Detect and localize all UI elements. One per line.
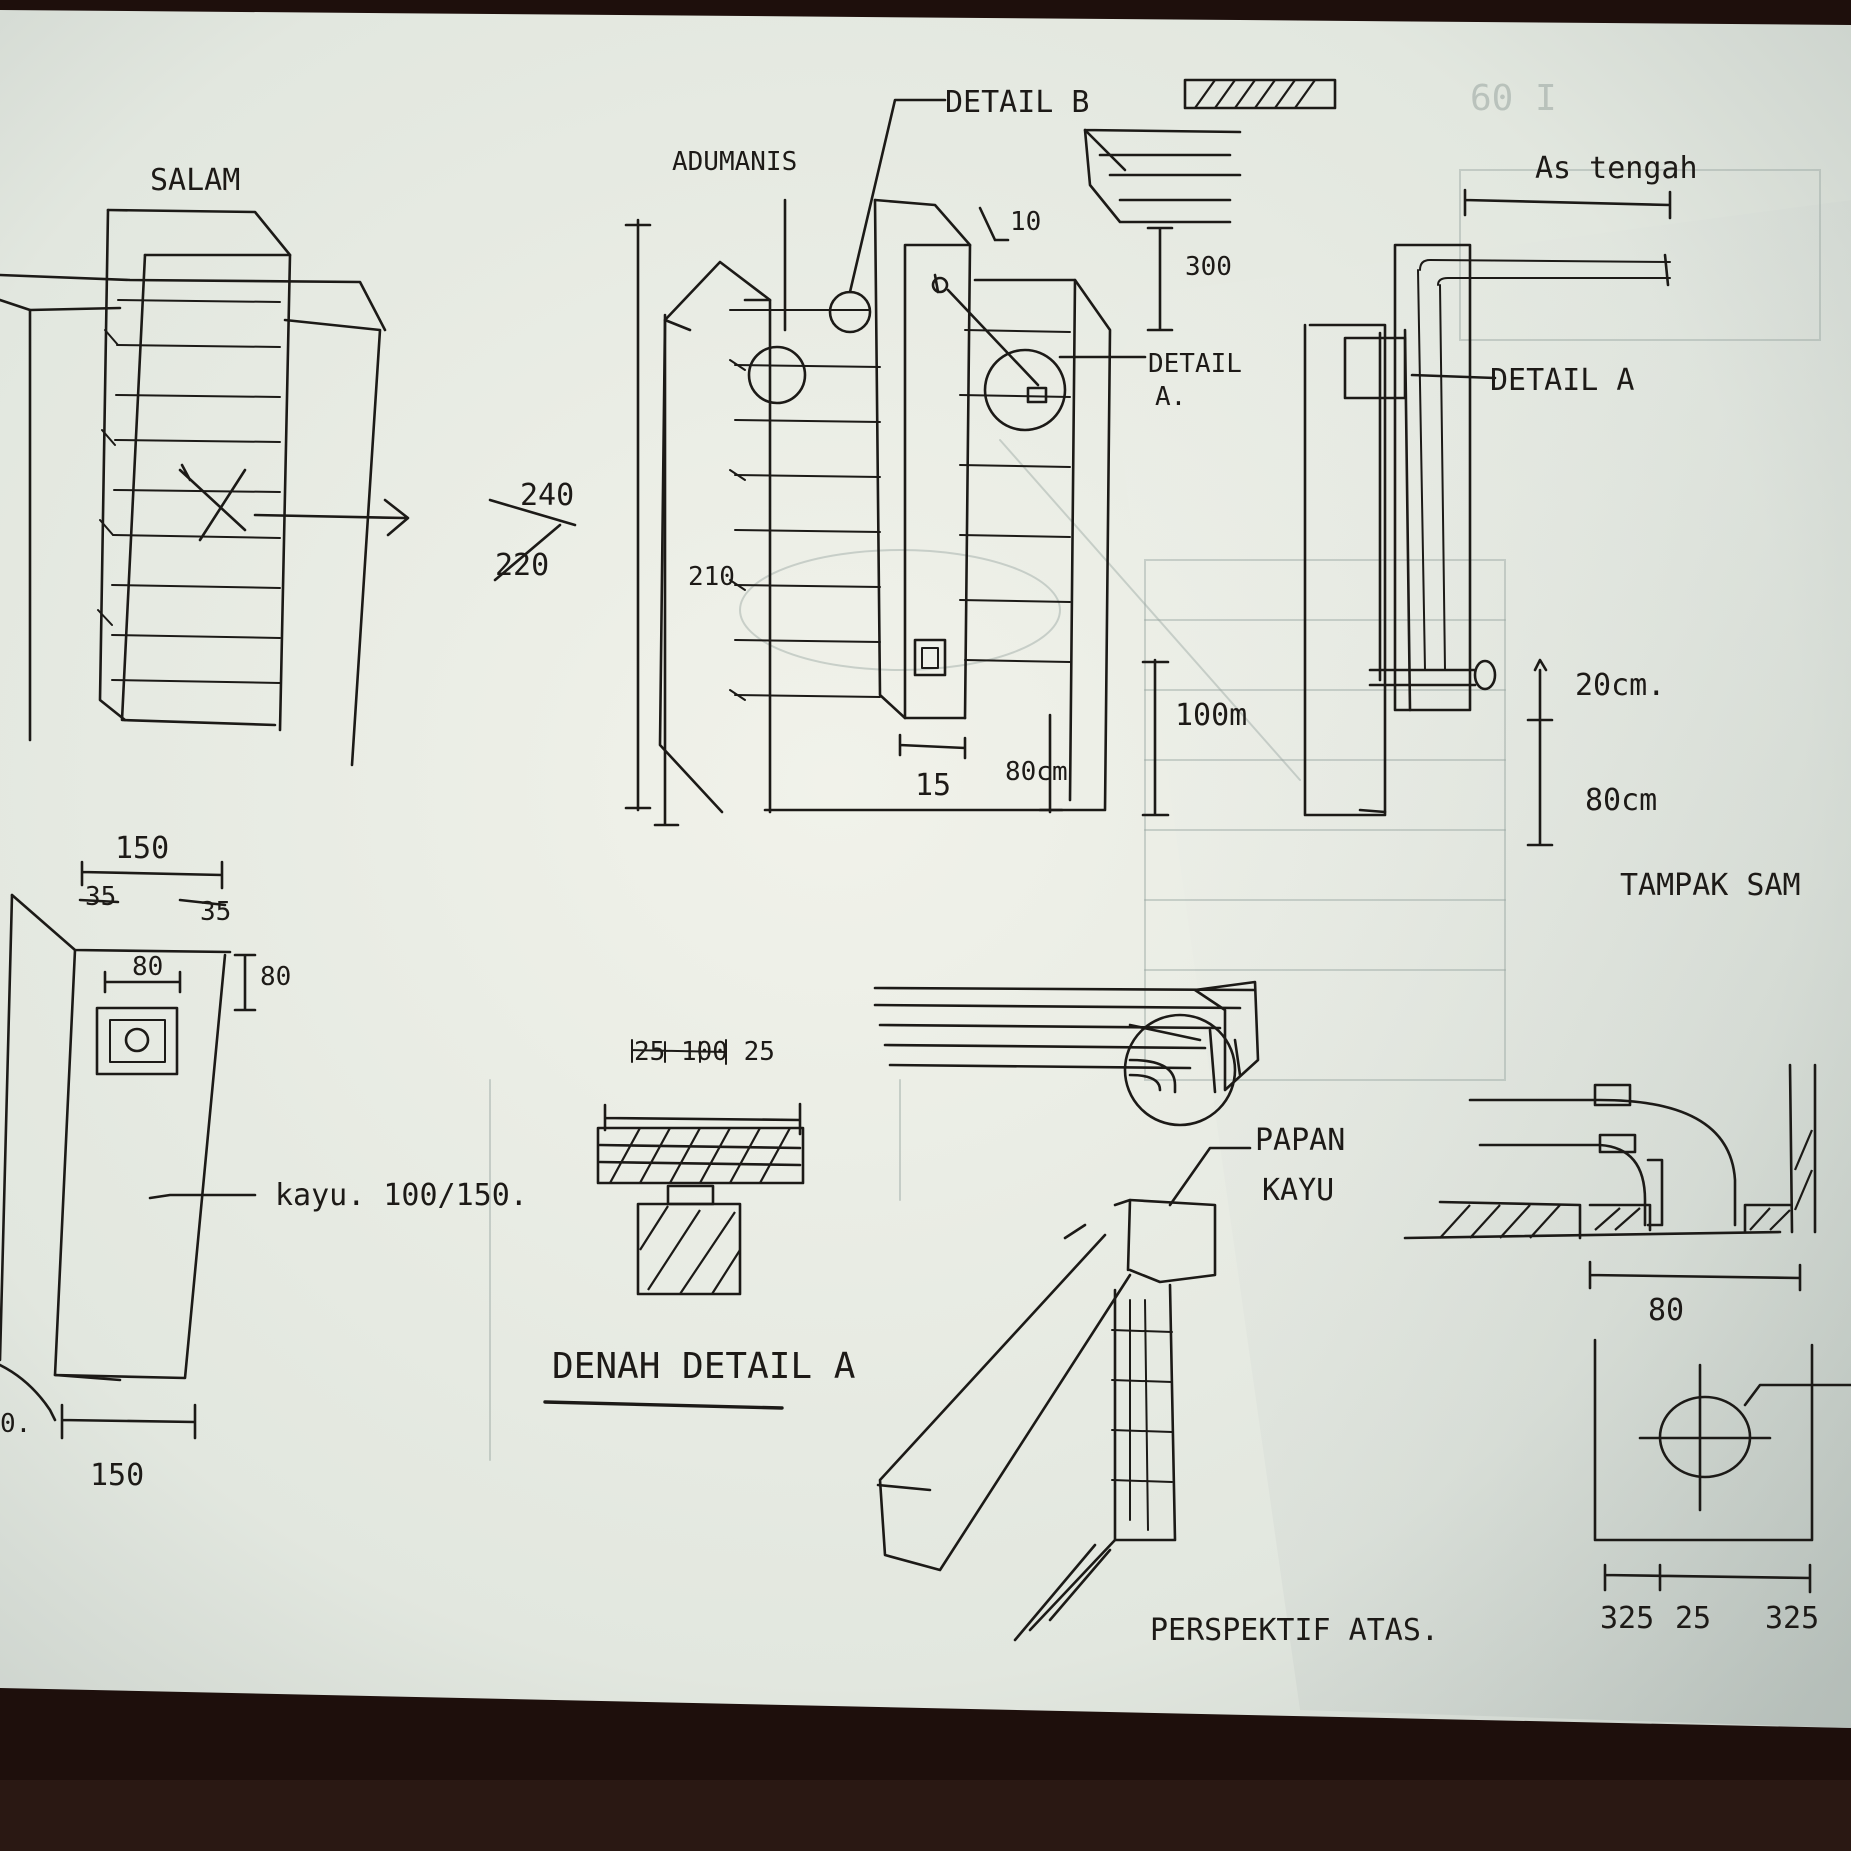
show-through-sketch [489, 169, 1821, 1461]
dim-35-right: 35 [200, 897, 231, 927]
dim-15: 15 [915, 768, 951, 803]
section-detail-sketch [1403, 1063, 1851, 1594]
detail-b-sketch [1083, 78, 1337, 332]
detail-a-label-top: DETAIL [1148, 349, 1242, 379]
detail-a-label-bottom: A. [1155, 382, 1186, 412]
dim-80-plate-height: 80 [260, 962, 291, 992]
dim-10: 10 [1010, 207, 1041, 237]
salam-column-sketch [0, 208, 410, 767]
perspektif-atas-sketch [873, 980, 1260, 1642]
show-through-text: 60 I [1470, 78, 1557, 119]
post-elevation-sketch [0, 860, 257, 1440]
dim-80-section: 80 [1648, 1293, 1684, 1328]
detail-a-side-label: DETAIL A [1490, 363, 1635, 398]
salam-label: SALAM [150, 163, 240, 198]
dim-zero: 0. [0, 1409, 31, 1439]
dim-210: 210 [688, 562, 735, 592]
dim-325-right: 325 [1765, 1601, 1819, 1636]
dim-240: 240 [520, 478, 574, 513]
kayu-note: kayu. 100/150. [275, 1178, 528, 1213]
papan-kayu-label-top: PAPAN [1255, 1123, 1345, 1158]
denah-detail-a-label: DENAH DETAIL A [552, 1346, 856, 1387]
dim-150-bottom: 150 [90, 1458, 144, 1493]
dims-25-100-25: 25 100 25 [634, 1037, 775, 1067]
papan-kayu-label-bottom: KAYU [1262, 1173, 1334, 1208]
dim-35-left: 35 [85, 882, 116, 912]
table-edge [0, 1780, 1851, 1851]
dim-220: 220 [495, 548, 549, 583]
paper-shadow [1100, 200, 1851, 1728]
perspektif-atas-label: PERSPEKTIF ATAS. [1150, 1613, 1439, 1648]
side-view-sketch [1303, 188, 1672, 847]
dim-80-plate-width: 80 [132, 952, 163, 982]
tampak-samping-label: TAMPAK SAM [1620, 868, 1801, 903]
dim-150-top: 150 [115, 831, 169, 866]
adumanis-front-sketch [488, 98, 1170, 827]
dim-20cm: 20cm. [1575, 668, 1665, 703]
dim-80cm-front: 80cm [1005, 757, 1068, 787]
as-tengah-label: As tengah [1535, 151, 1698, 186]
detail-b-label: DETAIL B [945, 85, 1090, 120]
dim-80cm-side: 80cm [1585, 783, 1657, 818]
dim-300: 300 [1185, 252, 1232, 282]
dim-325-left: 325 [1600, 1601, 1654, 1636]
denah-detail-a-sketch [543, 1039, 805, 1410]
dim-100m: 100m [1175, 698, 1247, 733]
dim-25-mid: 25 [1675, 1601, 1711, 1636]
adumanis-label: ADUMANIS [672, 147, 797, 177]
